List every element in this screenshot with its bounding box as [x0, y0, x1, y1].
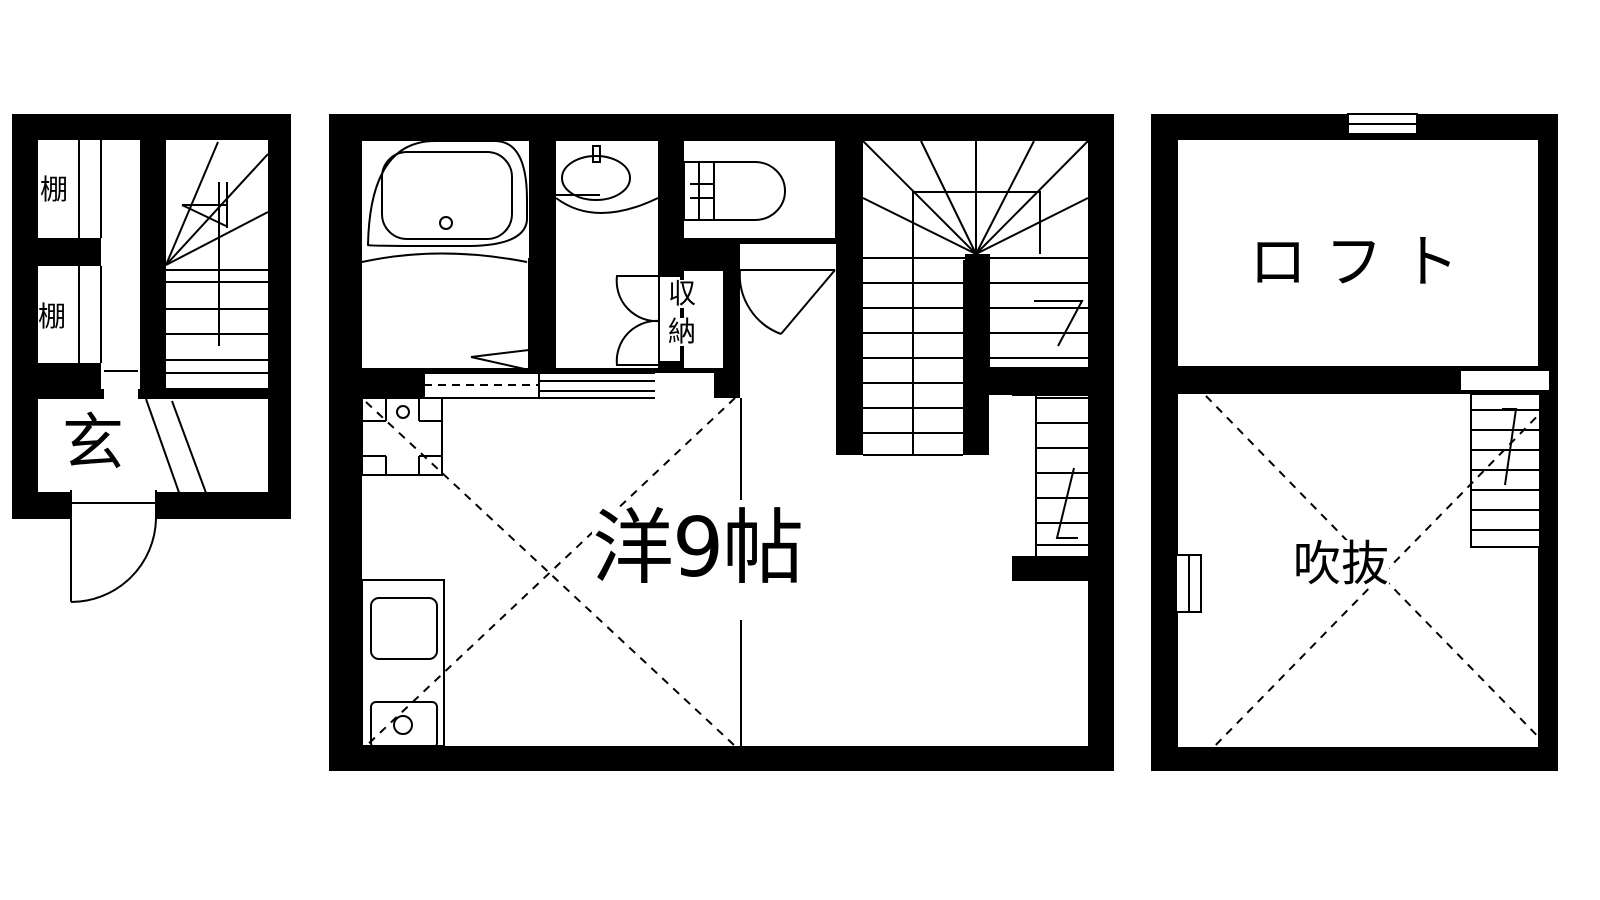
shelf-label-2: 棚 — [38, 300, 67, 333]
loft-floor-plan — [1151, 113, 1558, 771]
storage-label-line2: 納 — [668, 315, 697, 348]
void-label: 吹抜 — [1293, 536, 1390, 592]
storage-label-line1: 収 — [668, 277, 697, 310]
western-room-label: 洋9帖 — [592, 501, 804, 596]
shelf-label-1: 棚 — [40, 173, 69, 206]
main-floor-plan — [329, 114, 1114, 771]
loft-label: ロフト — [1249, 228, 1478, 296]
entrance-floor-plan — [12, 114, 291, 603]
genkan-label: 玄 — [62, 406, 125, 479]
